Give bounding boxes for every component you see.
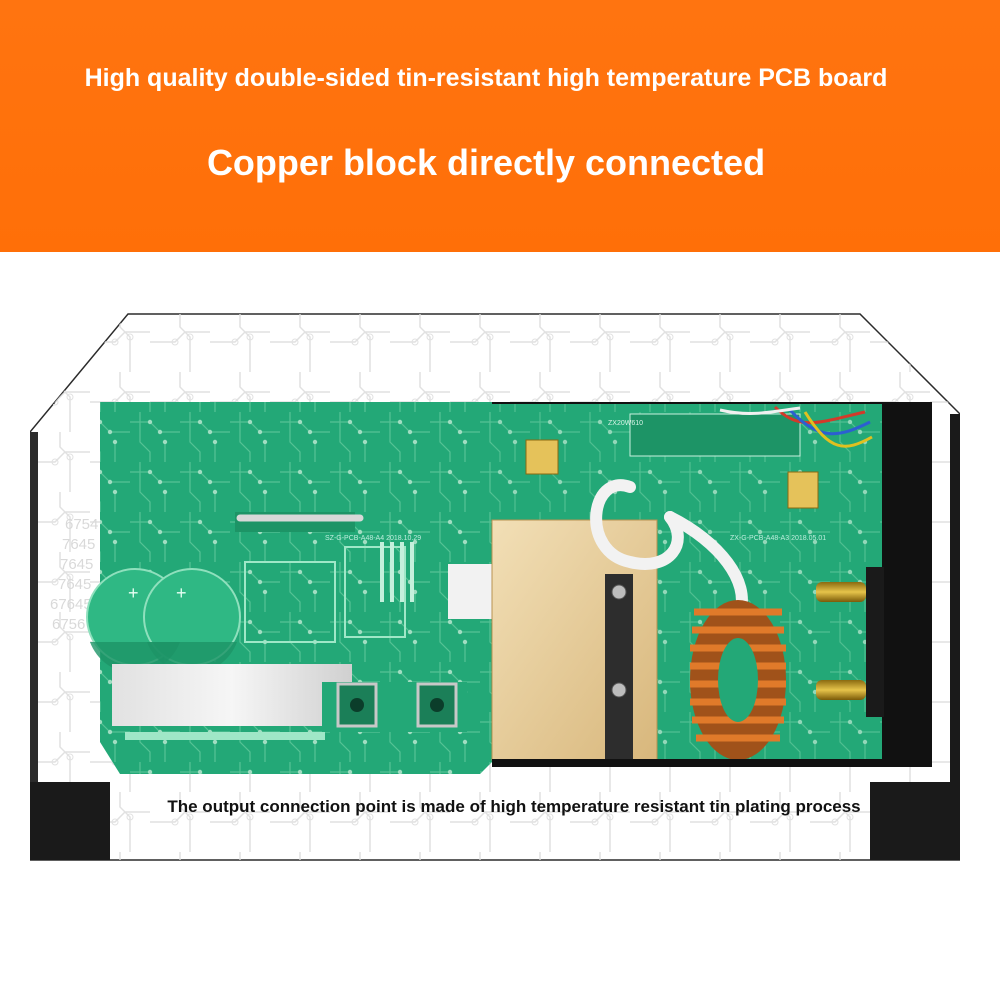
orange-banner: High quality double-sided tin-resistant …: [0, 0, 1000, 252]
svg-text:+: +: [176, 583, 187, 603]
bg-digit: 6756: [52, 616, 85, 633]
right-board-marking: ZX-G-PCB-A48-A3 2018.05.01: [730, 535, 826, 542]
right-board-code: ZX20W610: [608, 420, 643, 427]
bg-digit: 67645: [50, 596, 92, 613]
left-board-marking: SZ-G-PCB-A48-A4 2018.10.29: [325, 535, 421, 542]
bg-digit: 7645: [60, 556, 93, 573]
output-connection-caption: The output connection point is made of h…: [167, 797, 861, 816]
bg-digit: 6754: [65, 516, 98, 533]
right-pcb-board: ZX20W610 ZX-G-PCB-A48-A3 2018.05.01: [491, 402, 932, 767]
headline-copper-block: Copper block directly connected: [206, 142, 766, 183]
toroid-inductor-icon: [690, 600, 786, 760]
bg-digit: 7645: [62, 536, 95, 553]
headline-pcb-board: High quality double-sided tin-resistant …: [84, 64, 888, 92]
bg-digit: 7645: [58, 576, 91, 593]
svg-text:+: +: [128, 583, 139, 603]
left-pcb-board: + + SZ-G-PCB-A48-A4 2018.10.29: [86, 402, 492, 774]
pcb-board-photo: 6754 7645 7645 7645 67645 6756 + +: [30, 313, 960, 861]
output-terminal-icon: [816, 567, 884, 717]
